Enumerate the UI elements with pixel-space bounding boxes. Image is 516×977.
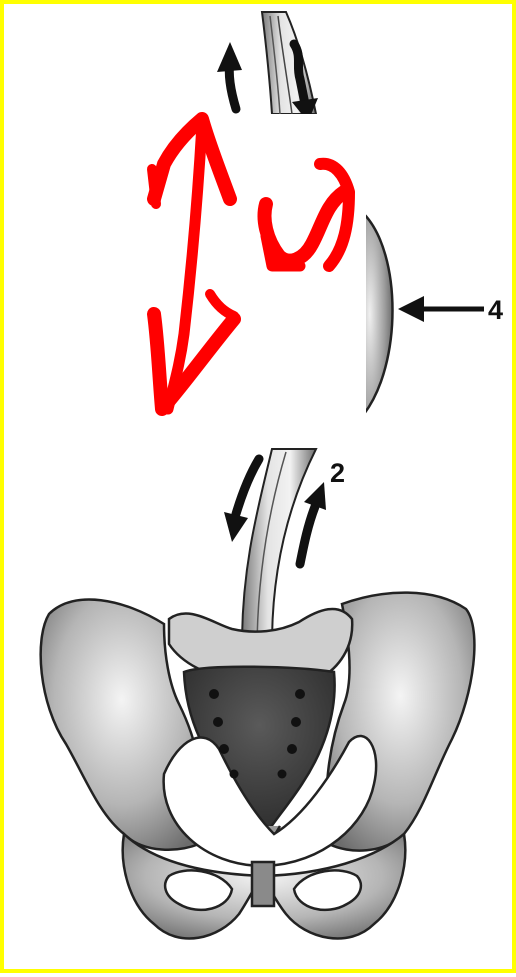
spine-pelvis-diagram: 4	[4, 4, 516, 977]
disc-bulge	[364, 214, 393, 414]
overlay-box	[204, 114, 366, 449]
arrow-up-icon	[217, 42, 242, 109]
arrow-up-right-icon	[300, 482, 326, 564]
label-4: 4	[488, 295, 503, 325]
label-2: 2	[330, 458, 345, 488]
pointer-arrow-4	[398, 296, 484, 322]
pelvis	[41, 593, 475, 939]
